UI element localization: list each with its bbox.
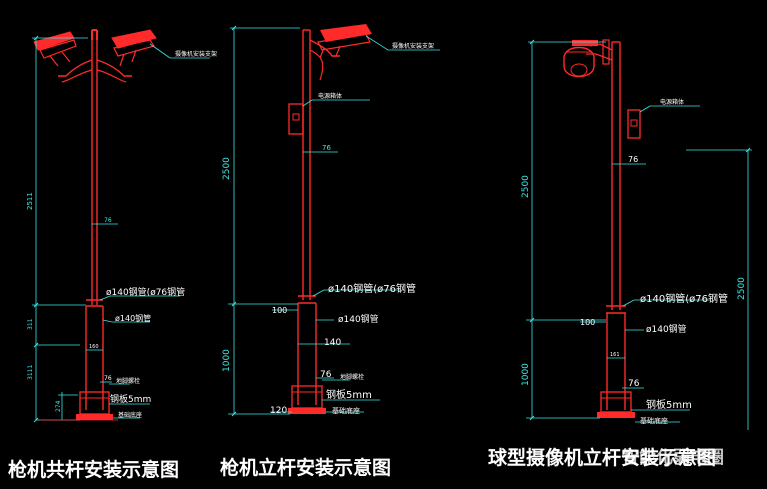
right-height-label: 2500	[521, 175, 531, 198]
right-plate-label: 钢板5mm	[646, 398, 692, 411]
middle-height-label: 2500	[222, 157, 232, 180]
watermark-text: 智能化弱电圈	[622, 448, 724, 468]
left-foundation	[76, 414, 113, 420]
right-dome-camera	[563, 40, 598, 78]
left-flange-label: ø140钢管(ø76钢管	[106, 286, 185, 298]
middle-base-label: ø140钢管	[338, 313, 379, 325]
right-flange-offset: 100	[580, 318, 595, 327]
right-base-width: 161	[610, 352, 620, 358]
middle-plate-offset: 120	[270, 406, 287, 416]
middle-top-dia: 76	[322, 144, 331, 152]
left-footing-top: 76	[104, 375, 112, 382]
middle-foundation-label: 基础底座	[332, 406, 360, 415]
right-foundation	[597, 412, 635, 418]
caption-right: 球型摄像机立杆安装示意图	[488, 447, 717, 469]
left-base	[79, 391, 110, 415]
left-arm-right	[96, 59, 132, 77]
left-camera-label: 摄像机安装支架	[175, 50, 217, 58]
right-ground-label: 1000	[521, 363, 531, 386]
caption-middle: 枪机立杆安装示意图	[220, 457, 392, 479]
right-pole-diagram: 电源箱体 76 2500 1000 2500 100 ø140钢管(ø76钢管	[521, 39, 752, 430]
left-base-label: ø140钢管	[115, 313, 151, 323]
left-camera-right	[111, 29, 157, 67]
left-height-label: 2511	[26, 192, 34, 210]
left-arm-left	[58, 59, 93, 77]
right-top-dia: 76	[628, 155, 638, 164]
right-foundation-label: 基础底座	[640, 416, 668, 425]
right-height-label-right: 2500	[737, 277, 747, 300]
left-camera-left	[33, 31, 77, 67]
left-top-dia: 76	[104, 217, 112, 224]
middle-camera-label: 摄像机安装支架	[392, 42, 434, 50]
right-base	[600, 391, 632, 413]
svg-text:274: 274	[55, 400, 62, 412]
right-flange-label: ø140钢管(ø76钢管	[640, 292, 728, 305]
middle-foundation	[288, 408, 326, 414]
right-footing-top: 76	[628, 379, 640, 389]
left-base-width: 160	[89, 344, 99, 350]
middle-plate-label: 钢板5mm	[326, 388, 372, 401]
left-lower-label: 311	[27, 318, 34, 330]
right-base-label: ø140钢管	[646, 323, 687, 335]
middle-footing-top: 76	[320, 370, 332, 380]
left-ground-label: 3111	[27, 365, 34, 380]
right-box-label: 电源箱体	[660, 98, 684, 106]
middle-flange-label: ø140钢管(ø76钢管	[328, 282, 416, 295]
middle-box-label: 电源箱体	[318, 92, 342, 100]
left-plate-label: 钢板5mm	[110, 393, 151, 405]
right-power-box	[627, 109, 641, 139]
left-foundation-label: 基础底座	[118, 411, 142, 419]
left-anchor-label: 地脚螺栓	[116, 377, 140, 385]
left-pole-diagram: 摄像机安装支架 2511 311 3111 274 76 ø140钢管(	[26, 29, 217, 423]
caption-left: 枪机共杆安装示意图	[8, 459, 180, 481]
middle-power-box	[288, 103, 304, 135]
middle-anchor-label: 地脚螺栓	[340, 373, 364, 381]
middle-pole-diagram: 摄像机安装支架 电源箱体 76 2500 1000 100 ø140钢管(ø76…	[222, 24, 440, 417]
middle-flange-offset: 100	[272, 306, 287, 315]
middle-ground-label: 1000	[222, 349, 232, 372]
middle-base	[291, 385, 323, 409]
middle-camera	[317, 24, 372, 59]
middle-base-width: 140	[324, 338, 341, 348]
